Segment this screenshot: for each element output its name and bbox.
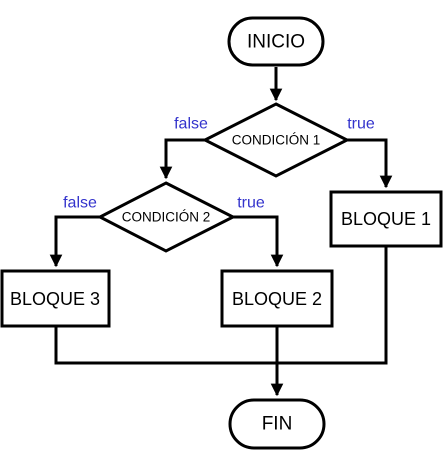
end-node: FIN: [228, 398, 326, 450]
condition-2-node: CONDICIÓN 2: [96, 181, 237, 253]
block-3-label: BLOQUE 3: [10, 289, 100, 309]
edge-block-3-merge: [54, 326, 277, 365]
edge-condition-1-true: [347, 138, 393, 189]
end-label: FIN: [262, 414, 293, 435]
start-label: INICIO: [247, 32, 305, 53]
condition-1-node: CONDICIÓN 1: [201, 102, 351, 178]
block-2-node: BLOQUE 2: [220, 269, 334, 328]
block-1-label: BLOQUE 1: [341, 209, 431, 229]
edge-block-1-merge: [277, 246, 388, 365]
block-2-label: BLOQUE 2: [232, 289, 322, 309]
condition-1-true-label: true: [347, 116, 375, 133]
condition-2-label: CONDICIÓN 2: [122, 210, 211, 225]
condition-2-false-label: false: [63, 195, 97, 212]
edge-condition-2-true: [233, 215, 284, 268]
block-1-node: BLOQUE 1: [329, 190, 443, 248]
start-node: INICIO: [227, 16, 325, 67]
edge-condition-2-false: [49, 215, 100, 268]
condition-1-false-label: false: [174, 116, 208, 133]
edge-condition-1-false: [159, 138, 205, 180]
connectors: [49, 67, 393, 397]
condition-1-label: CONDICIÓN 1: [232, 133, 321, 148]
condition-2-true-label: true: [237, 195, 265, 212]
block-3-node: BLOQUE 3: [0, 269, 111, 328]
